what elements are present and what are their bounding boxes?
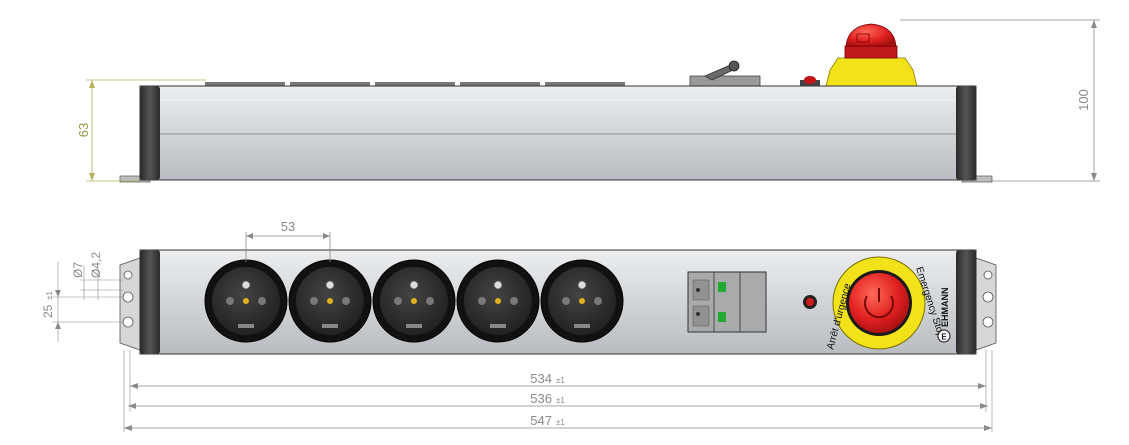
top-strip — [205, 82, 285, 86]
housing-side — [139, 85, 977, 181]
dim-53-label: 53 — [281, 219, 295, 234]
dim-25: 25 ±1 — [41, 262, 124, 342]
dim-diameters: Ø7 Ø4,2 — [71, 252, 124, 300]
right-endcap-top — [956, 250, 976, 354]
breaker-lever — [689, 60, 761, 87]
right-bracket — [975, 257, 997, 351]
dim-534-label: 534 — [530, 371, 552, 386]
dim-25-tolerance: ±1 — [45, 291, 54, 300]
dim-diameter-4-2-label: Ø4,2 — [89, 252, 103, 278]
brand-name: EHMANN — [940, 288, 950, 328]
dim-25-label: 25 — [41, 304, 55, 318]
left-endcap-top — [140, 250, 160, 354]
dim-547-label: 547 — [530, 413, 552, 428]
dim-547-tolerance: ±1 — [556, 418, 565, 427]
side-view: 63 100 — [76, 19, 1100, 183]
dim-534: 534 ±1 — [130, 371, 986, 389]
socket-4 — [456, 259, 540, 343]
dim-100: 100 — [900, 19, 1100, 182]
brand-mark: E — [941, 333, 947, 342]
top-view: Arrêt d'urgence Emergency Stop E EHMANN … — [41, 219, 997, 432]
dim-547: 547 ±1 — [124, 413, 992, 431]
estop-top — [832, 256, 926, 350]
estop-side — [825, 23, 918, 87]
top-strip — [290, 82, 370, 86]
left-endcap — [140, 86, 160, 180]
socket-2 — [288, 259, 372, 343]
socket-3 — [372, 259, 456, 343]
circuit-breaker — [687, 271, 767, 333]
top-strip — [375, 82, 455, 86]
top-strip — [545, 82, 625, 86]
indicator-lamp-icon — [806, 298, 814, 306]
brand-logo: E EHMANN — [937, 288, 951, 343]
dim-534-tolerance: ±1 — [556, 376, 565, 385]
dim-63-label: 63 — [76, 123, 91, 137]
dim-53: 53 — [245, 219, 331, 262]
dim-100-label: 100 — [1076, 89, 1091, 111]
dim-63: 63 — [76, 79, 206, 182]
socket-1 — [204, 259, 288, 343]
dim-diameter-7-label: Ø7 — [71, 262, 85, 278]
dim-536-label: 536 — [530, 391, 552, 406]
top-strip — [460, 82, 540, 86]
dim-536: 536 ±1 — [128, 391, 988, 409]
dim-536-tolerance: ±1 — [556, 396, 565, 405]
right-endcap — [956, 86, 976, 180]
lamp-icon — [804, 76, 816, 84]
socket-5 — [540, 259, 624, 343]
left-bracket — [119, 257, 141, 351]
